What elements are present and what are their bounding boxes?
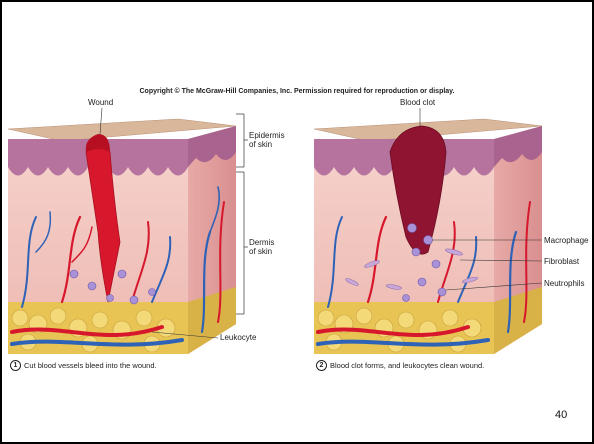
epidermis-label-line-1: Epidermis [249,131,285,140]
panel-1-skin-block [8,108,248,354]
panel-2-caption: 2 Blood clot forms, and leukocytes clean… [316,360,484,371]
leukocyte-label: Leukocyte [220,333,256,342]
panel-1-caption-text: Cut blood vessels bleed into the wound. [24,361,157,370]
fibroblast-label: Fibroblast [544,257,579,266]
dermis-label: Dermis of skin [249,238,274,256]
neutrophils-label: Neutrophils [544,279,584,288]
step-1-number: 1 [10,360,21,371]
panel-1-caption: 1 Cut blood vessels bleed into the wound… [10,360,157,371]
dermis-label-line-1: Dermis [249,238,274,247]
panel-2-caption-text: Blood clot forms, and leukocytes clean w… [330,361,484,370]
epidermis-label-line-2: of skin [249,140,285,149]
blood-clot-label: Blood clot [400,98,435,107]
page-number: 40 [555,409,567,421]
step-2-number: 2 [316,360,327,371]
wound-label: Wound [88,98,113,107]
macrophage-label: Macrophage [544,236,588,245]
panel-2-skin-block [314,108,542,354]
epidermis-label: Epidermis of skin [249,131,285,149]
dermis-label-line-2: of skin [249,247,274,256]
